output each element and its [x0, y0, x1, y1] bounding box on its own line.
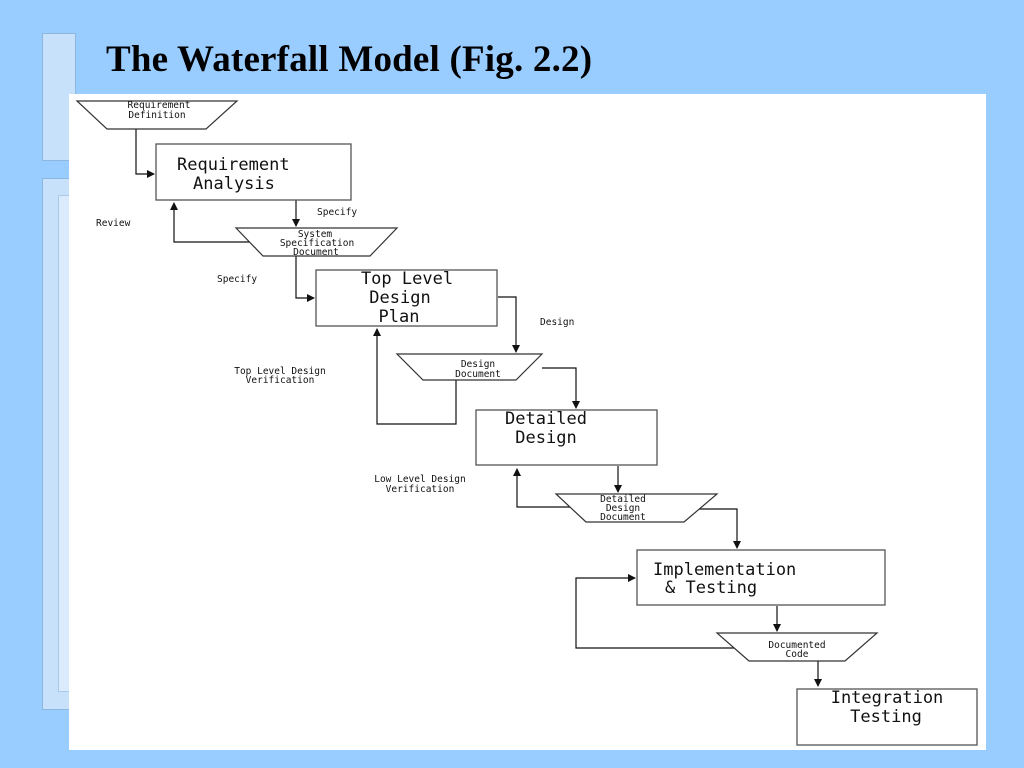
- phase-integration-line1: Integration: [831, 688, 944, 708]
- arrow-top-level-verification-loop: [373, 328, 457, 425]
- phase-detailed-design: Detailed Design: [475, 409, 658, 466]
- doc-design-document-line2: Document: [455, 369, 501, 380]
- slide-title: The Waterfall Model (Fig. 2.2): [106, 39, 593, 80]
- phase-detailed-design-line2: Design: [515, 428, 576, 448]
- doc-detailed-design-line3: Document: [600, 512, 646, 523]
- doc-system-specification: System Specification Document: [234, 227, 399, 258]
- label-review: Review: [96, 218, 131, 229]
- arrow-reqdef-to-analysis: [135, 129, 155, 178]
- doc-system-spec-line1: System: [298, 229, 333, 240]
- doc-system-spec-line3: Document: [293, 247, 339, 258]
- doc-detailed-design-line2: Design: [606, 503, 640, 514]
- phase-top-level-line3: Plan: [379, 307, 420, 327]
- label-low-level-verification-line1: Low Level Design: [374, 474, 466, 485]
- flow-labels: Review Specify Specify Design Top Level …: [96, 207, 574, 495]
- phase-implementation-line2: & Testing: [665, 578, 757, 598]
- connectors: [135, 129, 822, 687]
- waterfall-diagram-panel: Requirement Definition System Specificat…: [69, 94, 986, 750]
- label-specify-2: Specify: [217, 274, 257, 285]
- label-design: Design: [540, 317, 574, 328]
- arrow-implementation-feedback-loop: [575, 574, 745, 649]
- label-top-level-verification-line1: Top Level Design: [234, 366, 326, 377]
- phase-top-level-line1: Top Level: [361, 269, 453, 289]
- doc-documented-code: Documented Code: [715, 632, 879, 662]
- doc-detailed-design: Detailed Design Document: [554, 493, 719, 523]
- doc-detailed-design-line1: Detailed: [600, 494, 646, 505]
- phase-requirement-analysis: Requirement Analysis: [155, 143, 352, 201]
- arrow-low-level-verification-loop: [513, 468, 581, 508]
- phase-implementation-line1: Implementation: [653, 560, 796, 580]
- doc-design-document-line1: Design: [461, 359, 495, 370]
- phase-implementation-testing: Implementation & Testing: [636, 549, 886, 606]
- doc-requirement-definition-line1: Requirement: [128, 100, 191, 111]
- doc-documented-code-line1: Documented: [768, 640, 825, 651]
- arrow-sysspec-to-toplevel: [295, 256, 315, 302]
- doc-requirement-definition-line2: Definition: [128, 110, 185, 121]
- arrow-detaileddoc-to-implementation: [697, 508, 741, 549]
- phase-top-level-design-plan: Top Level Design Plan: [315, 269, 498, 327]
- phase-integration-line2: Testing: [850, 707, 922, 727]
- label-specify-1: Specify: [317, 207, 357, 218]
- doc-design-document: Design Document: [395, 353, 544, 381]
- phase-requirement-analysis-line2: Analysis: [193, 174, 275, 194]
- phase-detailed-design-line1: Detailed: [505, 409, 587, 429]
- doc-requirement-definition: Requirement Definition: [75, 100, 239, 130]
- doc-documented-code-line2: Code: [786, 649, 809, 660]
- phase-top-level-line2: Design: [369, 288, 430, 308]
- doc-system-spec-line2: Specification: [280, 238, 354, 249]
- label-low-level-verification-line2: Verification: [386, 484, 455, 495]
- arrow-toplevel-to-designdoc: [498, 296, 520, 353]
- arrow-review-loop: [170, 202, 254, 243]
- waterfall-diagram: Requirement Definition System Specificat…: [75, 100, 978, 746]
- phase-integration-testing: Integration Testing: [796, 688, 978, 746]
- arrow-designdoc-to-detailed: [542, 367, 580, 409]
- label-top-level-verification-line2: Verification: [246, 375, 315, 386]
- phase-requirement-analysis-line1: Requirement: [177, 155, 290, 175]
